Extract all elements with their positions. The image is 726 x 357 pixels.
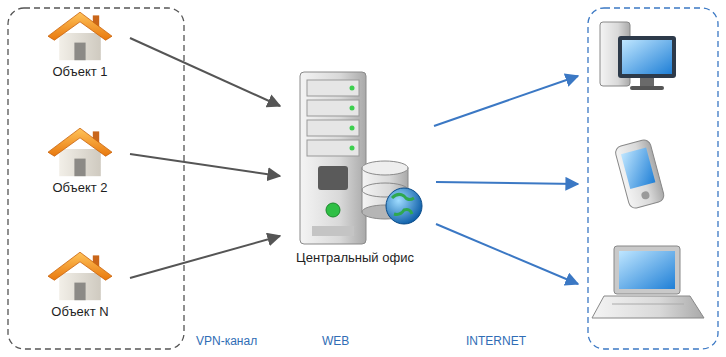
objects-group xyxy=(8,8,184,349)
pda-icon xyxy=(614,138,665,209)
laptop-icon xyxy=(592,246,704,318)
vpn-arrow xyxy=(130,236,280,278)
layer-label: WEB xyxy=(322,334,349,348)
house-icon xyxy=(48,12,112,60)
internet-arrows xyxy=(434,76,578,284)
node-label: Центральный офис xyxy=(280,250,430,265)
node-label: Объект 2 xyxy=(30,180,130,195)
node-label: Объект N xyxy=(30,304,130,319)
internet-arrow xyxy=(436,224,578,284)
house-icon xyxy=(48,252,112,300)
internet-arrow xyxy=(434,76,578,126)
clients-group xyxy=(588,8,718,349)
site-node: Объект 1 xyxy=(30,8,130,81)
database-icon xyxy=(362,161,422,224)
site-node: Объект 2 xyxy=(30,124,130,197)
network-label: INTERNET xyxy=(466,334,526,348)
office-node: Центральный офис xyxy=(280,66,430,267)
desktop-icon xyxy=(600,22,676,90)
internet-arrow xyxy=(436,182,578,184)
site-node: Объект N xyxy=(30,248,130,321)
channel-label: VPN-канал xyxy=(196,334,257,348)
server-icon xyxy=(300,72,366,244)
vpn-arrow xyxy=(130,38,280,106)
house-icon xyxy=(48,128,112,176)
vpn-arrow xyxy=(130,154,280,176)
node-label: Объект 1 xyxy=(30,64,130,79)
